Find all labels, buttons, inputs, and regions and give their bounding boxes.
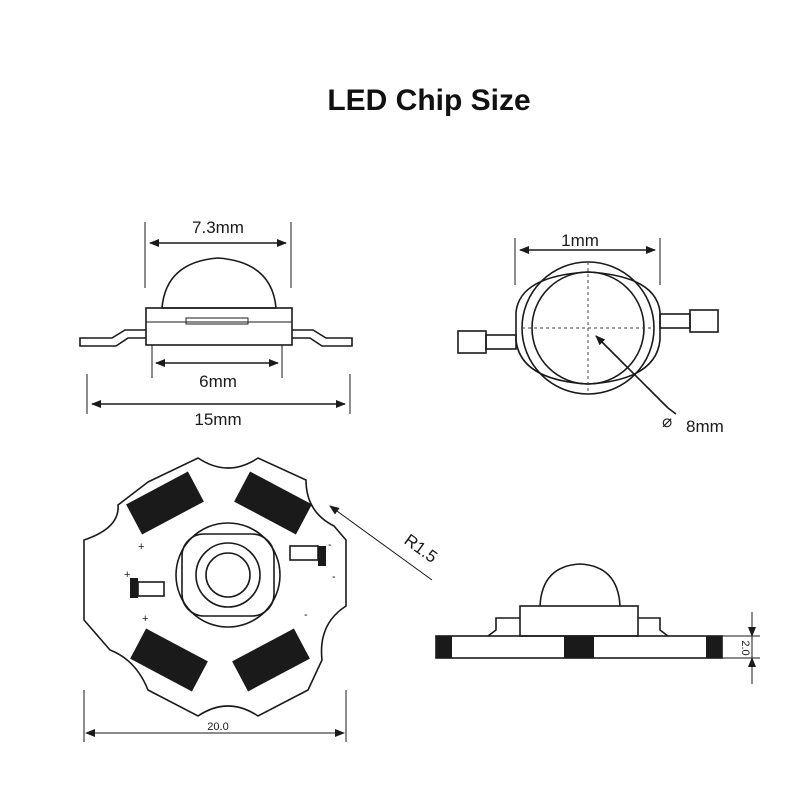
led-mount-ring	[175, 522, 281, 628]
polarity-plus-bottom: +	[142, 613, 148, 625]
top-view-drawing: ⌀ 8mm 1mm	[457, 231, 724, 436]
pad-top-right	[234, 471, 312, 535]
body-width-label: 6mm	[199, 372, 237, 391]
mounted-side-view-drawing: 2.0	[435, 563, 760, 684]
radius-leader	[329, 505, 433, 581]
die-size-label: 1mm	[561, 231, 599, 250]
lens-width-label: 7.3mm	[192, 218, 244, 237]
star-board-drawing: + - + - + - R1.5 20.0	[83, 457, 441, 742]
led-housing	[181, 533, 275, 617]
right-pad	[689, 309, 719, 333]
polarity-minus-right: -	[332, 571, 336, 583]
star-board-outline	[83, 457, 347, 717]
diameter-label: 8mm	[686, 417, 724, 436]
mounted-led-body	[519, 605, 639, 637]
left-pad	[457, 330, 487, 354]
board-width-label: 20.0	[207, 721, 228, 733]
mounted-right-lead	[638, 617, 669, 637]
solder-pad-right	[289, 545, 319, 561]
page-title: LED Chip Size	[327, 84, 531, 117]
total-length-label: 15mm	[194, 410, 241, 429]
side-view-drawing: 7.3mm 6mm 15mm	[79, 218, 353, 429]
pad-bottom-right	[232, 628, 310, 692]
solder-pad-left	[137, 581, 165, 597]
mounted-left-lead	[487, 617, 520, 637]
pad-bottom-left	[130, 628, 208, 692]
polarity-plus-left: +	[124, 569, 130, 581]
polarity-minus-bottom: -	[304, 609, 308, 621]
diameter-leader	[595, 335, 669, 409]
right-lead	[292, 329, 353, 347]
led-housing-outline	[515, 271, 661, 385]
lens-dome	[161, 257, 277, 309]
led-lens-outer	[195, 542, 261, 608]
polarity-minus-top: -	[328, 539, 332, 551]
polarity-plus-top: +	[138, 541, 144, 553]
left-lead	[79, 329, 146, 347]
diameter-symbol: ⌀	[662, 412, 672, 431]
led-lens-inner	[205, 552, 251, 598]
led-body	[145, 307, 293, 346]
thickness-label: 2.0	[739, 640, 751, 655]
mounted-lens-dome	[539, 563, 621, 607]
pad-top-left	[126, 471, 204, 535]
